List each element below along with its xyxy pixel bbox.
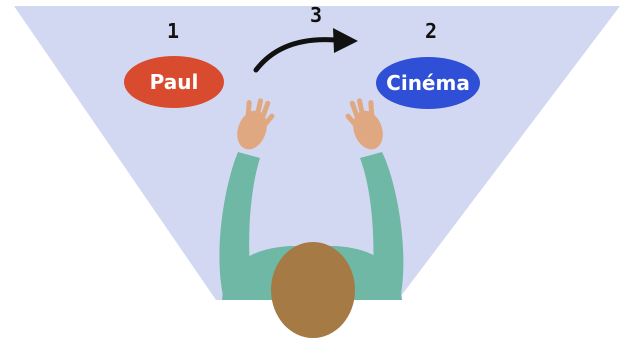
step-2-number: 2 [425, 19, 437, 43]
step-1-number: 1 [167, 19, 179, 43]
cinema-label: Cinéma [386, 71, 470, 95]
head [271, 242, 355, 338]
paul-label: Paul [150, 70, 199, 94]
step-3-number: 3 [310, 3, 322, 27]
